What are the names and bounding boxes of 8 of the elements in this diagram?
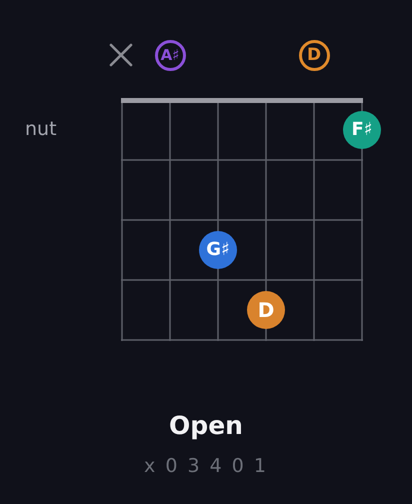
fingering-text: x 0 3 4 0 1 (144, 455, 268, 477)
chord-title: Open (169, 411, 243, 440)
fretted-note: D (247, 291, 285, 329)
fretted-note: G♯ (199, 231, 237, 269)
open-string-note: A♯ (154, 40, 186, 70)
open-string-note: D (298, 40, 330, 70)
fretted-note: F♯ (343, 111, 381, 149)
nut-label: nut (25, 118, 57, 140)
